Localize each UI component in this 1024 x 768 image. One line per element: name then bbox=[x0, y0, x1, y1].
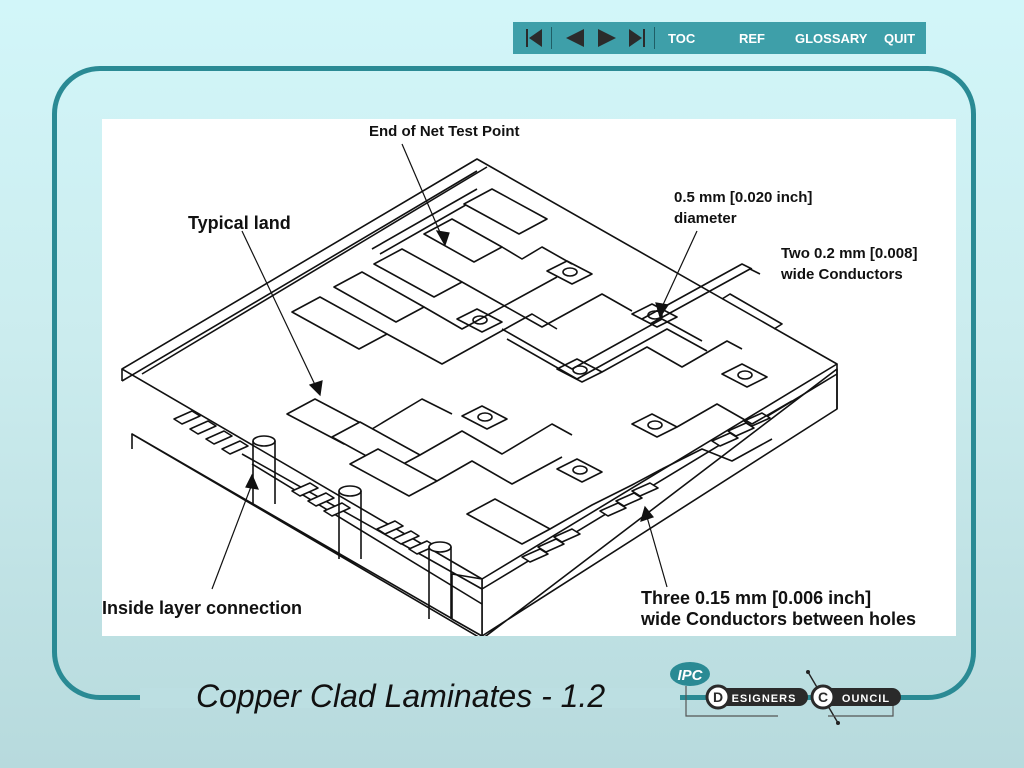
glossary-link[interactable]: GLOSSARY bbox=[795, 31, 868, 46]
nav-divider bbox=[654, 27, 655, 49]
toc-link[interactable]: TOC bbox=[668, 31, 696, 46]
label-two-conductors-line2: wide Conductors bbox=[781, 266, 903, 283]
logo-council-initial: C bbox=[818, 689, 828, 705]
label-three-conductors-line1: Three 0.15 mm [0.006 inch] bbox=[641, 588, 872, 608]
label-diameter-line2: diameter bbox=[674, 210, 737, 227]
slide-caption: Copper Clad Laminates - 1.2 bbox=[196, 678, 606, 714]
label-diameter-line1: 0.5 mm [0.020 inch] bbox=[674, 189, 813, 206]
logo-council-text: OUNCIL bbox=[842, 693, 890, 705]
skip-back-icon bbox=[526, 29, 542, 47]
last-page-button[interactable] bbox=[624, 22, 650, 54]
first-page-button[interactable] bbox=[521, 22, 547, 54]
pcb-illustration bbox=[121, 143, 838, 636]
arrow-right-icon bbox=[598, 29, 616, 47]
ref-link[interactable]: REF bbox=[739, 31, 765, 46]
navigation-bar: TOC REF GLOSSARY QUIT bbox=[513, 22, 926, 54]
ipc-designers-council-logo: IPC D ESIGNERS C OUNCIL bbox=[668, 658, 908, 730]
nav-buttons bbox=[513, 22, 655, 54]
logo-graphic: IPC D ESIGNERS C OUNCIL bbox=[670, 662, 901, 725]
logo-designers-initial: D bbox=[713, 689, 723, 705]
previous-page-button[interactable] bbox=[562, 22, 588, 54]
label-three-conductors-line2: wide Conductors between holes bbox=[641, 609, 917, 629]
pcb-diagram: End of Net Test Point Typical land 0.5 m… bbox=[102, 119, 956, 636]
quit-link[interactable]: QUIT bbox=[884, 31, 916, 46]
arrow-left-icon bbox=[566, 29, 584, 47]
nav-divider bbox=[551, 27, 552, 49]
label-two-conductors-line1: Two 0.2 mm [0.008] bbox=[781, 245, 918, 262]
logo-designers-text: ESIGNERS bbox=[732, 693, 797, 705]
label-inside-layer: Inside layer connection bbox=[102, 598, 303, 618]
skip-forward-icon bbox=[629, 29, 645, 47]
next-page-button[interactable] bbox=[594, 22, 620, 54]
frame-gap bbox=[140, 688, 680, 708]
label-end-of-net: End of Net Test Point bbox=[369, 123, 520, 140]
logo-ipc-text: IPC bbox=[677, 667, 703, 684]
label-typical-land: Typical land bbox=[188, 213, 291, 233]
